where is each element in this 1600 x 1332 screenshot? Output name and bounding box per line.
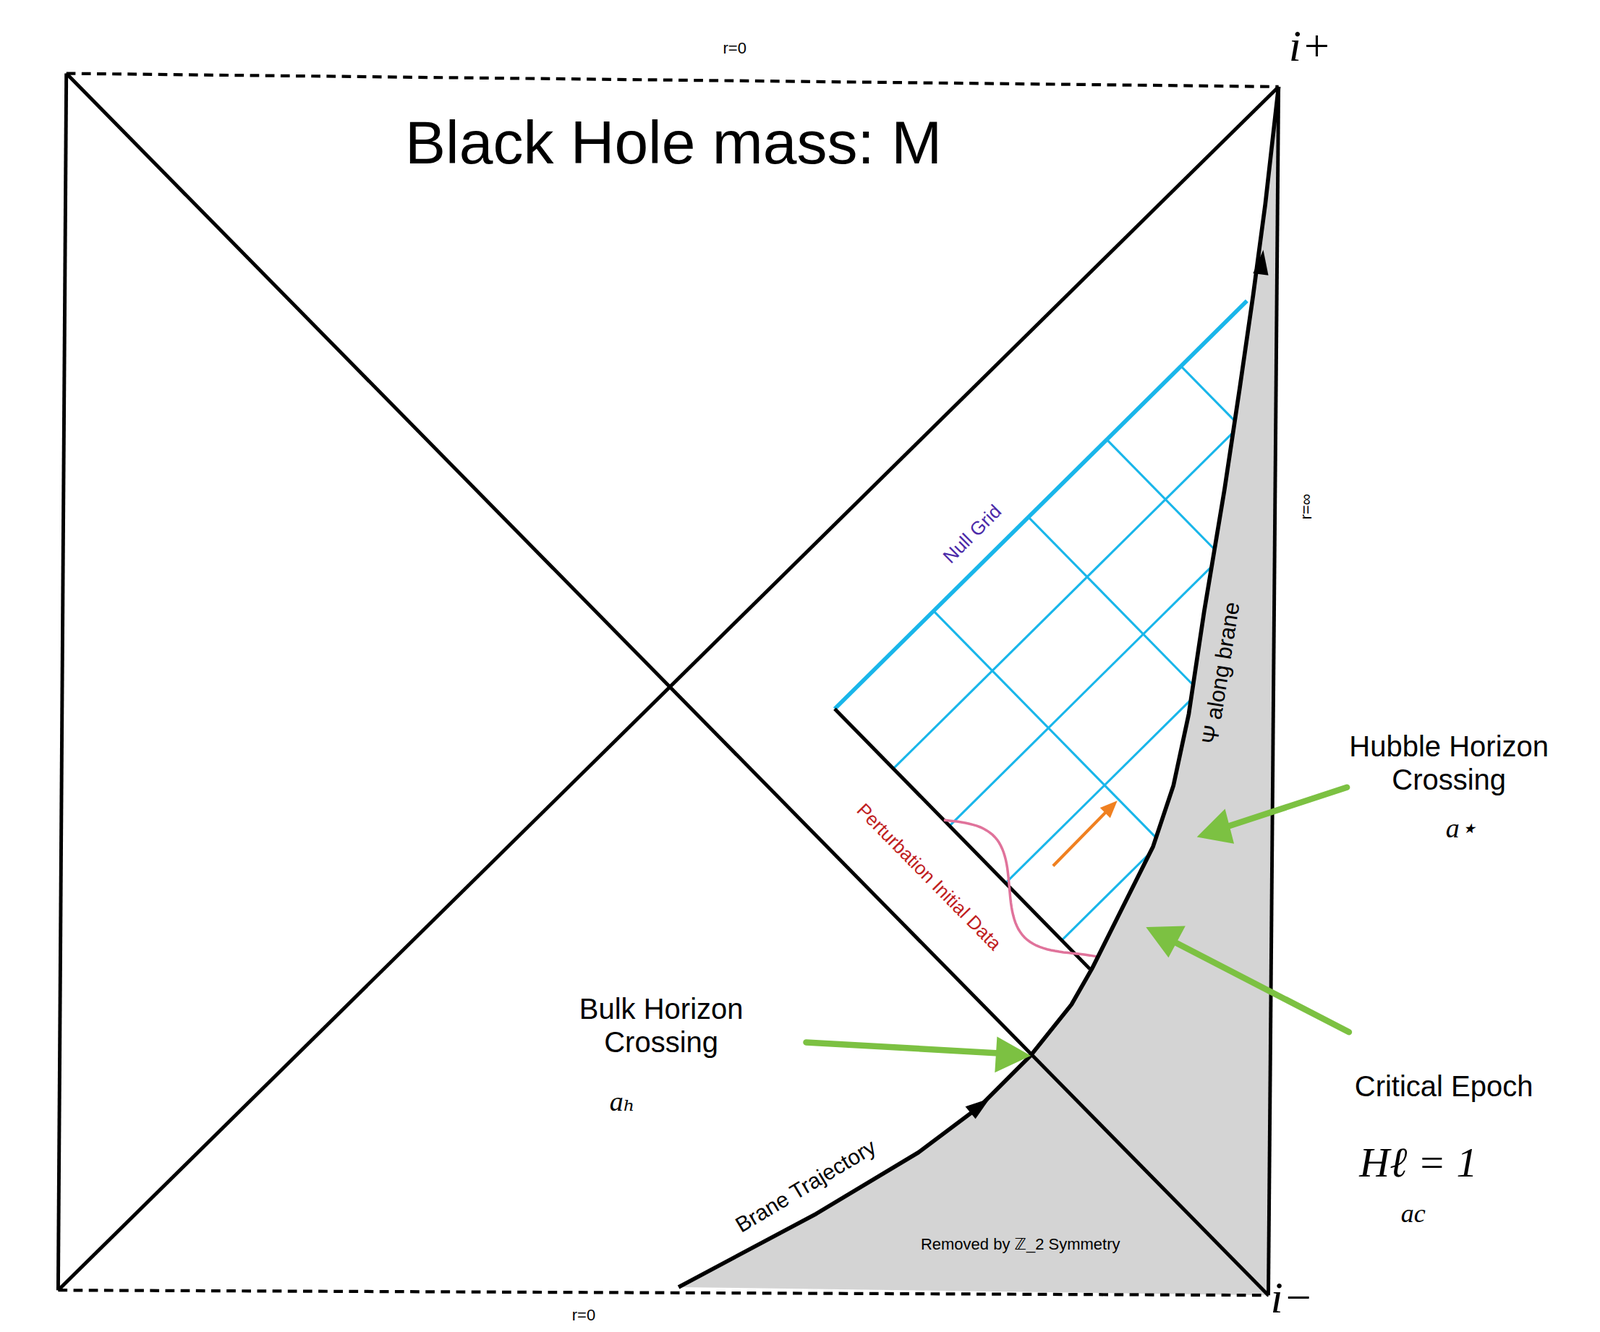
null-grid — [893, 366, 1235, 941]
annotation-label: Hubble Horizon Crossing — [1333, 729, 1565, 797]
brane-trajectory — [678, 86, 1279, 1288]
propagation-arrow — [1053, 810, 1109, 867]
null-grid-line — [1061, 853, 1151, 941]
initial-data-label: Perturbation Initial Data — [852, 800, 1006, 956]
null-grid-edge — [834, 300, 1248, 709]
removed-region — [678, 86, 1279, 1296]
horizon-line — [66, 73, 1269, 1297]
region-label: Removed by ℤ_2 Symmetry — [920, 1235, 1121, 1254]
infinity-label: i+ — [1288, 20, 1332, 72]
boundary-label: r=0 — [572, 1306, 596, 1325]
annotation-label: Critical Epoch — [1354, 1069, 1534, 1104]
propagation-arrowhead — [1100, 800, 1118, 819]
singularity-line — [66, 73, 1279, 87]
brane-arrowhead — [965, 1098, 991, 1119]
boundary-label: r=0 — [723, 39, 747, 58]
null-grid-line — [1106, 439, 1215, 550]
null-grid-line — [933, 611, 1156, 839]
boundary-label: r=∞ — [1296, 494, 1316, 521]
brane-arrowhead — [1252, 250, 1268, 276]
boundary-line — [1268, 86, 1279, 1296]
diagram-title: Black Hole mass: M — [405, 107, 942, 178]
math-label: ac — [1401, 1199, 1426, 1229]
math-label: aₕ — [609, 1086, 636, 1119]
grid-label: Null Grid — [938, 501, 1007, 569]
annotation-label: Bulk Horizon Crossing — [552, 992, 770, 1059]
infinity-label: i− — [1270, 1272, 1313, 1324]
math-label: a⋆ — [1445, 813, 1478, 845]
math-label: Hℓ = 1 — [1359, 1139, 1478, 1188]
perturbation-wave — [943, 820, 1099, 957]
initial-data-line — [834, 708, 1091, 970]
boundary-line — [57, 73, 66, 1292]
singularity-line — [57, 1290, 1268, 1296]
null-grid-line — [1005, 700, 1191, 884]
pointer-arrow — [805, 787, 1350, 1072]
null-grid-line — [1028, 517, 1194, 685]
null-grid-line — [1181, 366, 1235, 421]
horizon-line — [57, 86, 1279, 1291]
